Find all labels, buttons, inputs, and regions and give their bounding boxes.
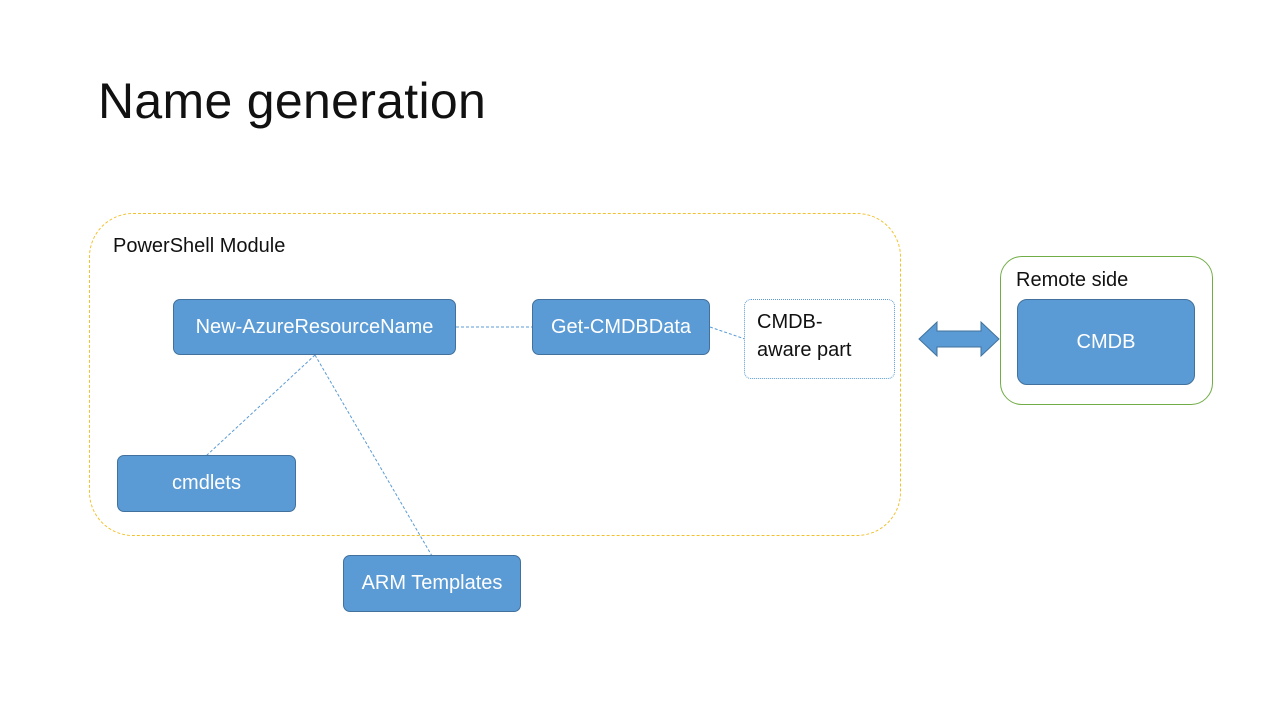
get-cmdb-data-node: Get-CMDBData (532, 299, 710, 355)
connector-new-to-cmdlets (205, 354, 316, 457)
double-arrow-icon (918, 320, 1000, 358)
slide-title: Name generation (98, 73, 487, 129)
connector-new-to-arm (314, 354, 433, 557)
connector-get-to-cmdb-aware (709, 326, 746, 340)
powershell-module-container (89, 213, 901, 536)
cmdb-aware-part-node: CMDB- aware part (744, 299, 895, 379)
cmdb-node: CMDB (1017, 299, 1195, 385)
cmdlets-node: cmdlets (117, 455, 296, 512)
new-azure-resource-name-node: New-AzureResourceName (173, 299, 456, 355)
powershell-module-label: PowerShell Module (113, 235, 286, 257)
remote-side-label: Remote side (1016, 269, 1129, 291)
arm-templates-node: ARM Templates (343, 555, 521, 612)
remote-side-container (1000, 256, 1213, 405)
